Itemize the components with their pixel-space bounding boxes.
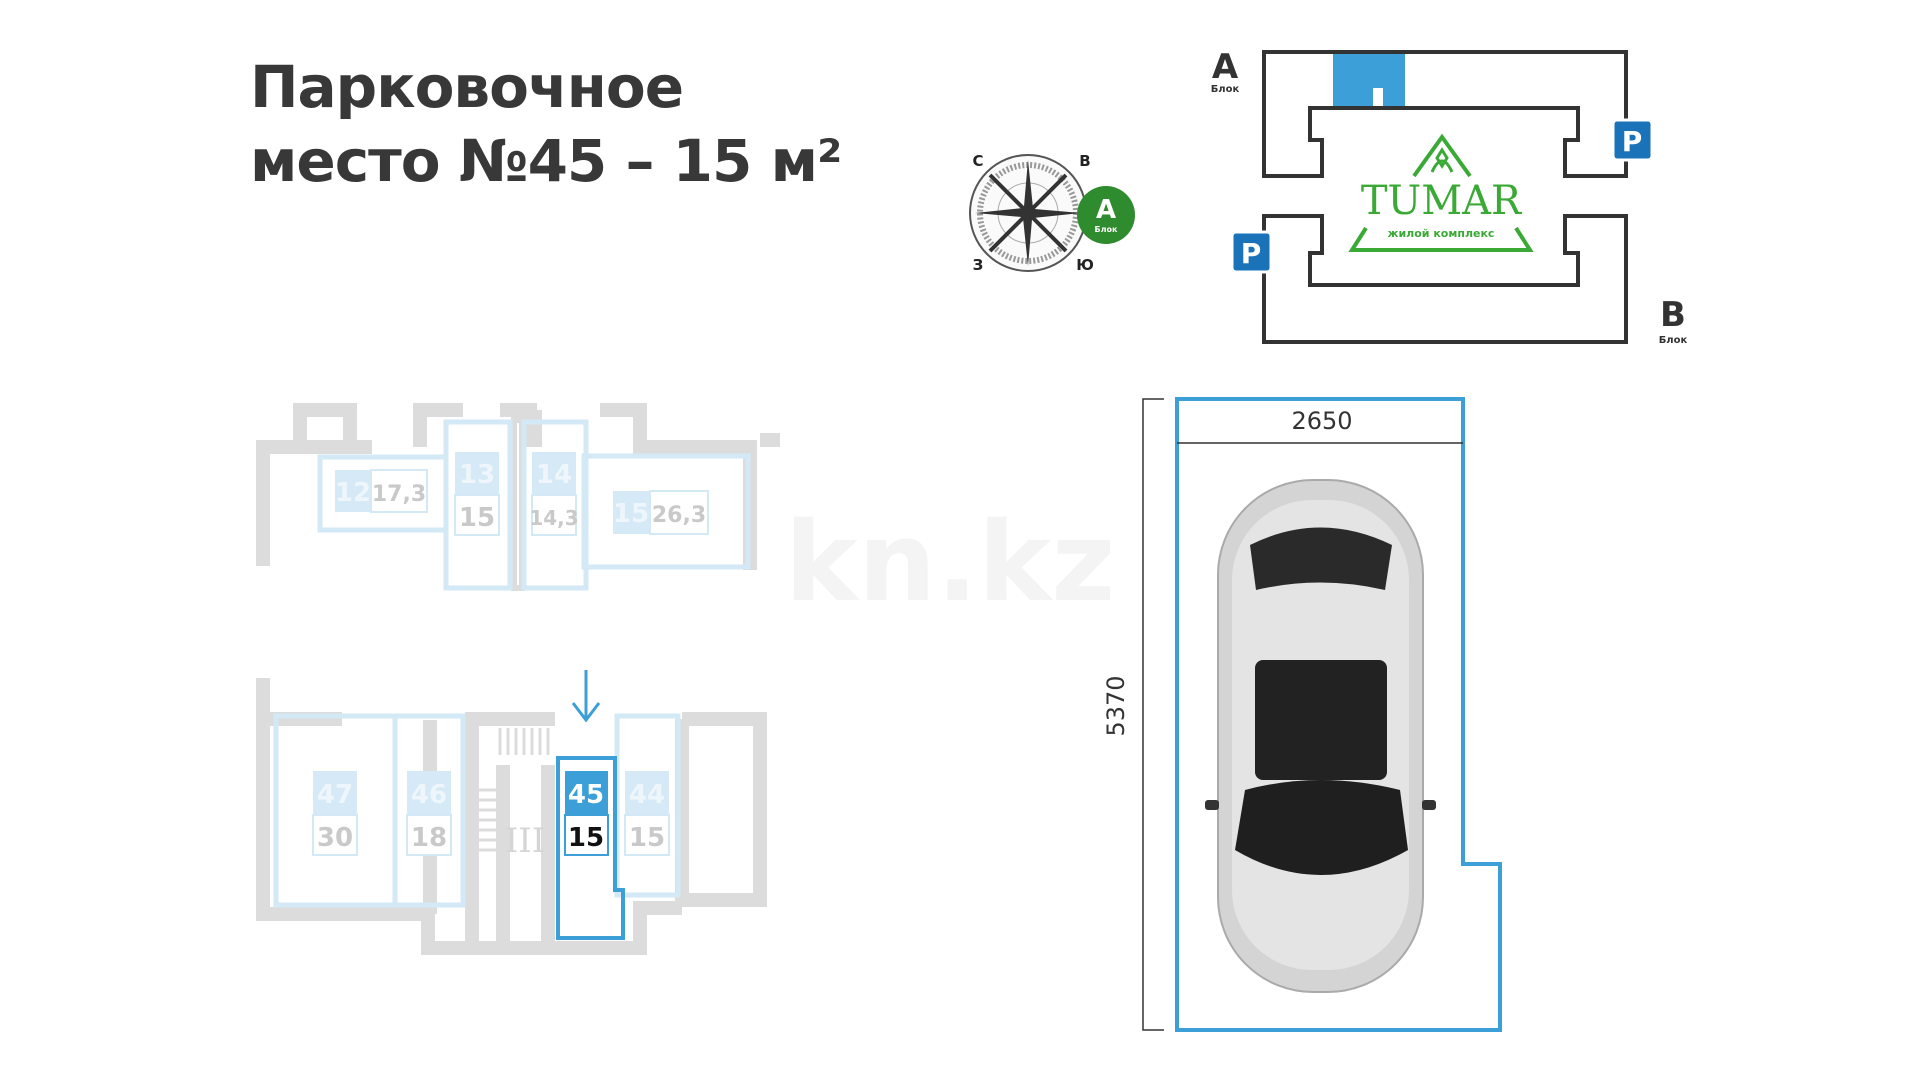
spot-number: 13 xyxy=(459,460,495,490)
title-line-2: место №45 – 15 м² xyxy=(250,127,842,195)
spot-number: 15 xyxy=(613,499,649,529)
highlighted-parking-zone xyxy=(1333,52,1405,106)
parking-sign-icon: P xyxy=(1230,230,1273,274)
stair-label: III xyxy=(505,821,545,861)
site-plan: P P A Блок B Блок TUMAR жилой комплекс xyxy=(1211,47,1688,346)
svg-text:P: P xyxy=(1241,237,1262,270)
logo-name: TUMAR xyxy=(1361,178,1523,224)
block-a-label: A xyxy=(1212,47,1239,87)
compass-west: З xyxy=(973,256,984,274)
block-a-outline xyxy=(1262,50,1628,178)
floor-plan-lower: III 47 30 46 18 45 15 44 15 xyxy=(256,670,767,955)
length-dimension: 5370 xyxy=(1102,675,1130,736)
watermark: kn.kz xyxy=(785,498,1115,626)
compass-east: В xyxy=(1079,152,1090,170)
block-a-sub: Блок xyxy=(1211,84,1240,95)
tumar-logo: TUMAR жилой комплекс xyxy=(1348,133,1534,252)
badge-sub: Блок xyxy=(1095,225,1118,234)
spot-area: 18 xyxy=(411,823,447,853)
arrow-down-icon xyxy=(571,670,601,723)
spot-area: 15 xyxy=(629,823,665,853)
block-b-label: B xyxy=(1660,295,1686,335)
block-b-outline xyxy=(1262,214,1628,344)
parking-sign-icon: P xyxy=(1611,118,1654,162)
page-title: Парковочное место №45 – 15 м² xyxy=(250,50,842,198)
logo-sub: жилой комплекс xyxy=(1388,227,1495,240)
spot-area: 15 xyxy=(459,503,495,533)
svg-text:P: P xyxy=(1622,125,1643,158)
block-a-badge: A Блок xyxy=(1077,186,1135,244)
spot-number: 14 xyxy=(536,460,572,490)
parking-spot-45-selected[interactable] xyxy=(556,756,625,940)
spot-area-selected: 15 xyxy=(568,823,604,853)
badge-letter: A xyxy=(1096,195,1116,225)
stairs-icon xyxy=(478,728,550,852)
spot-outline xyxy=(1175,397,1502,1032)
block-b-sub: Блок xyxy=(1659,335,1688,346)
spot-number: 12 xyxy=(335,478,371,508)
length-dimension-line xyxy=(1142,398,1164,1031)
spot-area: 17,3 xyxy=(372,482,426,507)
compass-south: Ю xyxy=(1076,256,1094,274)
spot-area: 26,3 xyxy=(652,503,706,528)
car-icon xyxy=(1205,479,1436,993)
parking-spot-15[interactable] xyxy=(581,453,751,570)
floor-plan-upper: 12 17,3 13 15 14 14,3 15 26,3 xyxy=(256,403,780,591)
spot-detail: kn.kz 2650 5370 xyxy=(785,397,1502,1032)
compass-rose-icon xyxy=(969,154,1087,272)
title-line-1: Парковочное xyxy=(250,53,684,121)
spot-number: 47 xyxy=(317,780,353,810)
spot-area: 14,3 xyxy=(529,506,578,530)
spot-number-selected: 45 xyxy=(568,780,604,810)
parking-spot-46[interactable] xyxy=(392,713,466,908)
spot-area: 30 xyxy=(317,823,353,853)
width-dimension: 2650 xyxy=(1291,407,1352,435)
spot-number: 44 xyxy=(629,780,665,810)
compass-north: С xyxy=(972,152,983,170)
spot-number: 46 xyxy=(411,780,447,810)
parking-spot-13[interactable] xyxy=(443,419,513,591)
